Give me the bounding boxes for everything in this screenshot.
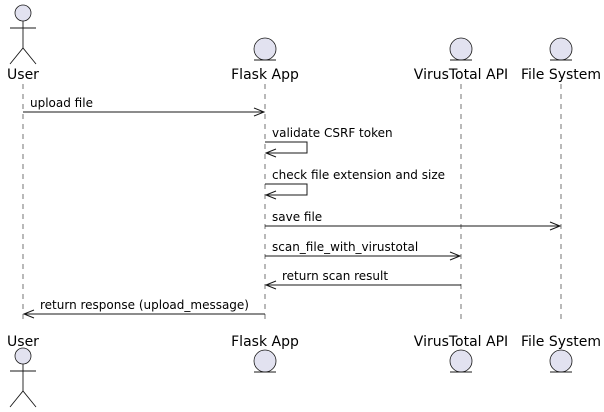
self-message-arrow bbox=[265, 141, 308, 154]
message-label: upload file bbox=[30, 96, 93, 110]
participant-label-top-user: User bbox=[7, 67, 39, 83]
entity-circle bbox=[449, 349, 473, 373]
message-label: save file bbox=[272, 210, 322, 224]
participant-label-bottom-user: User bbox=[7, 334, 39, 350]
arrow-head bbox=[22, 309, 35, 319]
message-label: validate CSRF token bbox=[272, 126, 393, 140]
message-7: return response (upload_message) bbox=[22, 298, 265, 319]
self-message-arrow bbox=[265, 183, 308, 196]
actor-legs bbox=[9, 47, 37, 65]
entity-circle bbox=[549, 37, 573, 61]
message-5: scan_file_with_virustotal bbox=[265, 240, 462, 261]
entity-icon-bottom-flask bbox=[253, 349, 277, 373]
arrow-head bbox=[549, 221, 562, 231]
arrow-head bbox=[264, 190, 277, 200]
entity-circle bbox=[253, 37, 277, 61]
entity-icon-bottom-vt bbox=[449, 349, 473, 373]
message-label: check file extension and size bbox=[272, 168, 445, 182]
entity-circle bbox=[449, 37, 473, 61]
participant-label-top-fs: File System bbox=[521, 67, 601, 83]
message-1: upload file bbox=[23, 96, 266, 117]
arrow-head bbox=[253, 107, 266, 117]
actor-head bbox=[14, 347, 32, 365]
entity-circle bbox=[253, 349, 277, 373]
entity-icon-top-vt bbox=[449, 37, 473, 61]
message-2: validate CSRF token bbox=[264, 126, 393, 158]
message-label: return scan result bbox=[282, 269, 388, 283]
message-6: return scan result bbox=[264, 269, 461, 290]
actor-head bbox=[14, 4, 32, 22]
message-label: return response (upload_message) bbox=[40, 298, 249, 312]
entity-icon-top-flask bbox=[253, 37, 277, 61]
entity-icon-bottom-fs bbox=[549, 349, 573, 373]
actor-figure-top-user bbox=[9, 4, 37, 65]
participant-label-bottom-flask: Flask App bbox=[231, 334, 299, 350]
entity-circle bbox=[549, 349, 573, 373]
message-4: save file bbox=[265, 210, 562, 231]
actor-legs bbox=[9, 390, 37, 408]
participant-label-bottom-fs: File System bbox=[521, 334, 601, 350]
participant-label-top-flask: Flask App bbox=[231, 67, 299, 83]
arrow-head bbox=[449, 251, 462, 261]
actor-figure-bottom-user bbox=[9, 347, 37, 408]
participant-label-top-vt: VirusTotal API bbox=[414, 67, 508, 83]
message-3: check file extension and size bbox=[264, 168, 445, 200]
message-label: scan_file_with_virustotal bbox=[272, 240, 418, 254]
participant-label-bottom-vt: VirusTotal API bbox=[414, 334, 508, 350]
arrow-head bbox=[264, 280, 277, 290]
arrow-head bbox=[264, 148, 277, 158]
entity-icon-top-fs bbox=[549, 37, 573, 61]
